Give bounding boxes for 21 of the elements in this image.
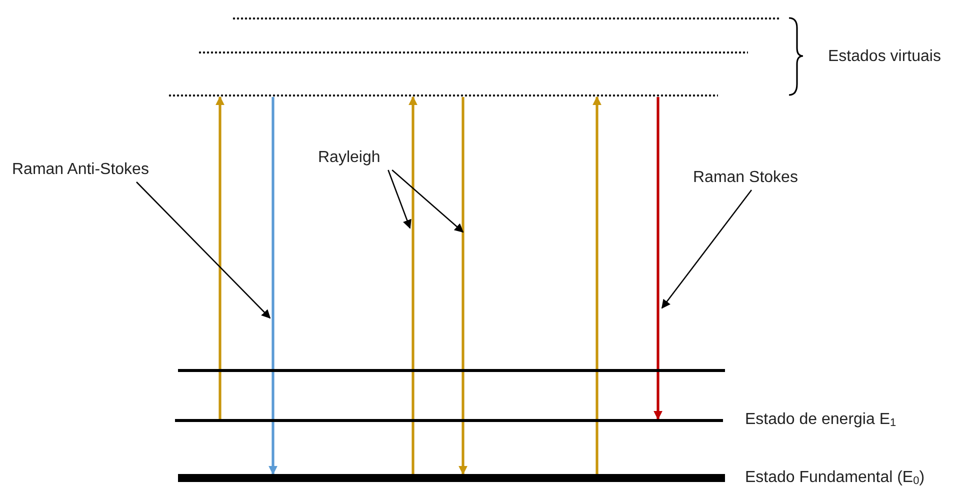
- leader-line: [392, 170, 464, 233]
- level-label: Estado Fundamental (E$_{0}$): [745, 468, 925, 486]
- energy-level-line: [175, 419, 723, 422]
- energy-level-line: [232, 17, 780, 20]
- transition-arrow: [654, 97, 662, 420]
- transition-arrow: [268, 97, 278, 475]
- transition-arrow: [216, 96, 224, 419]
- energy-level-line: [198, 51, 748, 54]
- leader-line: [661, 190, 752, 309]
- level-label: Estado de energia E$_{1}$: [745, 410, 896, 431]
- energy-level-line: [178, 369, 725, 372]
- transition-arrow: [592, 96, 602, 474]
- callout-label: Raman Anti-Stokes: [12, 158, 178, 182]
- transition-arrow: [458, 97, 468, 475]
- leader-line: [136, 182, 271, 319]
- callout-label: Rayleigh: [318, 146, 396, 170]
- transition-arrow: [408, 96, 418, 474]
- group-label: Estados virtuais: [828, 47, 941, 67]
- leader-line: [388, 170, 412, 229]
- energy-level-line: [168, 94, 718, 97]
- callout-label: Raman Stokes: [693, 166, 823, 190]
